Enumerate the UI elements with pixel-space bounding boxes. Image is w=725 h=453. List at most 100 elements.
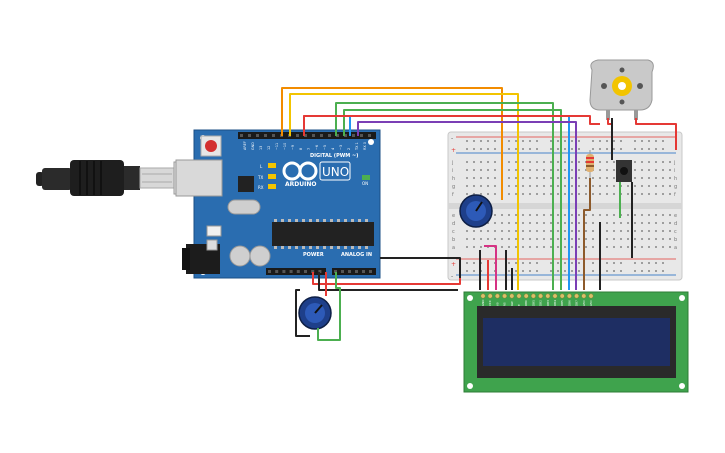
led-rx — [268, 184, 276, 189]
row-letter: g — [674, 184, 677, 190]
wire-green-d5 — [335, 102, 554, 290]
rail-minus-label-top: - — [451, 135, 453, 142]
lcd-pin[interactable] — [552, 293, 558, 299]
wire-magenta-v0 — [484, 245, 497, 290]
arduino-model: UNO — [322, 165, 349, 179]
pin-label: RX 0 — [363, 142, 367, 150]
row-letter: e — [674, 213, 677, 219]
wire-orange-d12 — [281, 87, 503, 200]
lcd-pin[interactable] — [523, 293, 529, 299]
row-letter: d — [674, 221, 677, 227]
resistor[interactable] — [586, 150, 594, 178]
pin-label: ~3 — [339, 145, 343, 150]
pin-label: 2 — [347, 148, 351, 150]
wire-red-motor — [635, 118, 677, 150]
row-letter: j — [451, 160, 453, 166]
rail-plus-label-top: + — [451, 147, 456, 154]
led-label-tx: TX — [257, 175, 263, 180]
pin-label: 13 — [259, 146, 263, 150]
lcd-pin[interactable] — [480, 293, 486, 299]
wire-red-d8 — [303, 115, 340, 136]
lcd-pin-label: E — [517, 304, 521, 306]
lcd-pin[interactable] — [566, 293, 572, 299]
wire-yellow-d11 — [289, 93, 519, 290]
lcd-pin-label: RW — [510, 301, 514, 306]
analog-label: ANALOG IN — [341, 252, 372, 258]
pin-label: ~6 — [315, 145, 319, 150]
lcd-pin[interactable] — [559, 293, 565, 299]
lcd-pin[interactable] — [538, 293, 544, 299]
pin-label: 4 — [331, 148, 335, 150]
lcd-pin-label: V0 — [495, 302, 499, 306]
potentiometer-analog[interactable] — [298, 296, 332, 330]
lcd-pin-label: DB1 — [531, 300, 535, 306]
pin-label: GND — [251, 142, 255, 150]
row-letter: d — [452, 221, 455, 227]
row-letter: h — [452, 176, 455, 182]
led-label-on: ON — [362, 181, 368, 186]
lcd-pin-label: DB4 — [553, 300, 557, 306]
row-letter: i — [452, 168, 453, 174]
potentiometer-contrast[interactable] — [459, 194, 493, 228]
led-label-rx: RX — [258, 185, 264, 190]
wire-purple-d2 — [357, 121, 577, 290]
row-letter: c — [452, 229, 455, 235]
row-letter: b — [674, 237, 677, 243]
wire-black-pot — [295, 289, 310, 337]
row-letter: a — [452, 245, 455, 251]
led-on — [362, 175, 370, 180]
lcd-pin[interactable] — [509, 293, 515, 299]
dc-motor[interactable] — [589, 59, 654, 120]
pin-label: AREF — [243, 141, 247, 150]
lcd-pin-label: DB5 — [560, 300, 564, 306]
row-letter: g — [452, 184, 455, 190]
led-label-l: L — [260, 164, 263, 169]
push-button[interactable] — [616, 160, 632, 182]
row-letter: f — [674, 192, 676, 198]
row-letter: e — [452, 213, 455, 219]
pin-label: 8 — [299, 148, 303, 150]
analog-header — [332, 268, 376, 275]
wires — [281, 87, 677, 341]
row-letter: h — [674, 176, 677, 182]
pin-label: TX 1 — [355, 142, 359, 151]
lcd-pin-label: LED — [589, 301, 593, 306]
wire-brown-resistor — [583, 178, 591, 290]
lcd-pin[interactable] — [545, 293, 551, 299]
row-letter: b — [452, 237, 455, 243]
pin-label: ~9 — [291, 145, 295, 150]
arduino-logo: ARDUINO — [282, 161, 318, 188]
lcd-pin[interactable] — [516, 293, 522, 299]
arduino-logo-text: ARDUINO — [285, 181, 316, 188]
row-letter: c — [674, 229, 677, 235]
lcd-pin[interactable] — [581, 293, 587, 299]
reset-button[interactable] — [205, 140, 217, 152]
pin-label: ~10 — [283, 143, 287, 150]
pin-label: ~5 — [323, 145, 327, 150]
lcd-pin-label: DB0 — [524, 300, 528, 306]
atmega-chip — [272, 222, 374, 246]
lcd-pin[interactable] — [588, 293, 594, 299]
wire-green-d4 — [343, 109, 562, 290]
lcd-pin-label: LED — [582, 301, 586, 306]
lcd-pin[interactable] — [574, 293, 580, 299]
lcd-pin-label: DB3 — [546, 300, 550, 306]
rail-minus-label-bottom: - — [451, 273, 453, 280]
lcd-pin[interactable] — [494, 293, 500, 299]
row-letter: j — [673, 160, 675, 166]
rail-plus-label-bottom: + — [451, 261, 456, 268]
wire-green-a0 — [317, 272, 341, 341]
lcd-pin[interactable] — [530, 293, 536, 299]
row-letter: i — [674, 168, 675, 174]
lcd-pin[interactable] — [502, 293, 508, 299]
row-letter: a — [674, 245, 677, 251]
lcd-pin[interactable] — [487, 293, 493, 299]
lcd-pin-label: DB7 — [575, 300, 579, 306]
led-tx — [268, 174, 276, 179]
digital-label: DIGITAL (PWM ~) — [310, 153, 358, 159]
arduino-uno-board[interactable]: L TX RX ON ARDUINO UNO DIGITAL (PWM ~) P… — [175, 129, 381, 279]
pin-label: ~11 — [275, 143, 279, 150]
lcd-pin-label: VCC — [488, 300, 492, 306]
